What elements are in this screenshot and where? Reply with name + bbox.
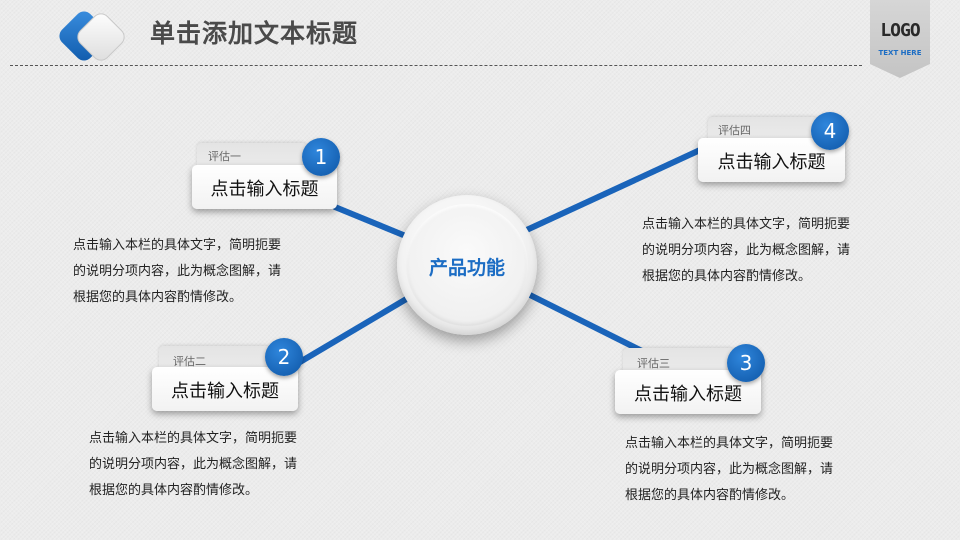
branch-1-description-line: 点击输入本栏的具体文字，简明扼要 (73, 238, 282, 253)
branch-4-description-line: 的说明分项内容，此为概念图解，请 (642, 243, 851, 258)
branch-1-number-icon: 1 (302, 138, 340, 176)
branch-2-tab-label: 评估二 (173, 355, 206, 368)
center-hub-ring (406, 204, 528, 326)
branch-1-tab-label: 评估一 (208, 150, 241, 163)
branch-4-tab-label: 评估四 (718, 124, 751, 137)
branch-3-description[interactable]: 点击输入本栏的具体文字，简明扼要 的说明分项内容，此为概念图解，请 根据您的具体… (625, 431, 875, 509)
connector-4 (502, 147, 703, 243)
branch-1-description-line: 根据您的具体内容酌情修改。 (73, 290, 243, 305)
branch-3-description-line: 点击输入本栏的具体文字，简明扼要 (625, 436, 834, 451)
branch-2-description-line: 点击输入本栏的具体文字，简明扼要 (89, 431, 298, 446)
branch-3-tab-label: 评估三 (637, 357, 670, 370)
page-title[interactable]: 单击添加文本标题 (150, 19, 359, 48)
branch-2-description-line: 的说明分项内容，此为概念图解，请 (89, 457, 298, 472)
branch-1-description[interactable]: 点击输入本栏的具体文字，简明扼要 的说明分项内容，此为概念图解，请 根据您的具体… (73, 233, 323, 311)
center-hub-label[interactable]: 产品功能 (428, 257, 505, 279)
title-diamond-icon (59, 11, 125, 61)
connector-3 (507, 282, 653, 358)
branch-4-description-line: 根据您的具体内容酌情修改。 (642, 269, 812, 284)
branch-1-title[interactable]: 点击输入标题 (210, 179, 319, 200)
branch-2-number-icon: 2 (265, 338, 303, 376)
branch-4-title[interactable]: 点击输入标题 (717, 152, 826, 173)
branch-3-number-icon: 3 (727, 344, 765, 382)
branch-2-description[interactable]: 点击输入本栏的具体文字，简明扼要 的说明分项内容，此为概念图解，请 根据您的具体… (89, 426, 339, 504)
logo-subtext: TEXT HERE (878, 49, 922, 57)
branch-1-description-line: 的说明分项内容，此为概念图解，请 (73, 264, 282, 279)
branch-4-description-line: 点击输入本栏的具体文字，简明扼要 (642, 217, 851, 232)
branch-3-description-line: 的说明分项内容，此为概念图解，请 (625, 462, 834, 477)
logo-badge: LOGO TEXT HERE (870, 0, 930, 78)
header-divider (10, 65, 862, 66)
branch-2-description-line: 根据您的具体内容酌情修改。 (89, 483, 259, 498)
branch-4-number-icon: 4 (811, 112, 849, 150)
branch-4-description[interactable]: 点击输入本栏的具体文字，简明扼要 的说明分项内容，此为概念图解，请 根据您的具体… (642, 212, 892, 290)
branch-3-title[interactable]: 点击输入标题 (634, 384, 742, 405)
branch-2-title[interactable]: 点击输入标题 (171, 381, 279, 402)
logo-text: LOGO (880, 20, 920, 41)
branch-2-card[interactable]: 点击输入标题 (152, 367, 298, 411)
branch-3-description-line: 根据您的具体内容酌情修改。 (625, 488, 795, 503)
center-hub: 产品功能 (397, 195, 537, 335)
